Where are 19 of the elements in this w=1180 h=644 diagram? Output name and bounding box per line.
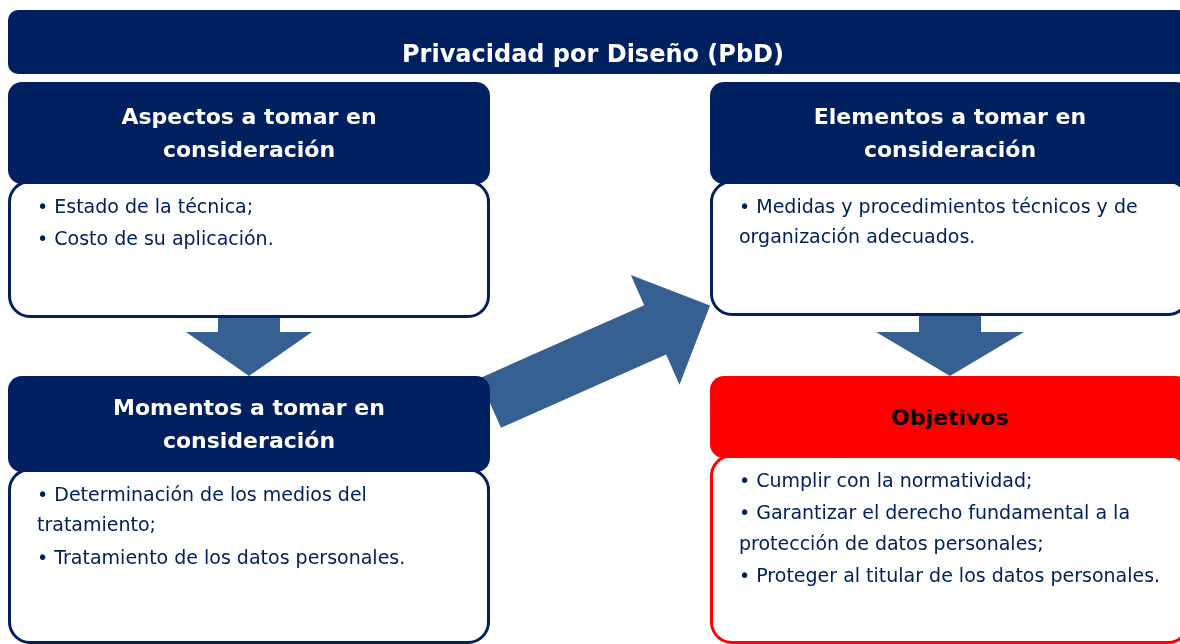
bullet-text: • Medidas y procedimientos técnicos y de organización adecuados.: [739, 194, 1139, 250]
bullet-text: • Garantizar el derecho fundamental a la protección de datos personales;: [739, 500, 1132, 556]
block-arrow: [876, 316, 1024, 376]
card-heading: Objetivos: [710, 376, 1180, 458]
bullet-text: • Estado de la técnica;: [37, 194, 255, 219]
card-heading: Momentos a tomar en consideración: [8, 376, 490, 472]
process-card: [710, 376, 1180, 644]
process-card: [710, 82, 1180, 316]
title-banner: Privacidad por Diseño (PbD): [8, 10, 1180, 74]
card-heading: Elementos a tomar en consideración: [710, 82, 1180, 184]
process-card: [8, 82, 490, 318]
process-card: [8, 376, 490, 644]
bullet-text: • Determinación de los medios del tratamiento;: [37, 482, 368, 538]
card-heading: Aspectos a tomar en consideración: [8, 82, 490, 184]
bullet-text: • Tratamiento de los datos personales.: [37, 544, 407, 570]
block-arrow: [186, 318, 312, 376]
bullet-text: • Costo de su aplicación.: [37, 226, 275, 252]
bullet-text: • Cumplir con la normatividad;: [739, 468, 1034, 493]
bullet-text: • Proteger al titular de los datos personales.: [739, 563, 1162, 589]
